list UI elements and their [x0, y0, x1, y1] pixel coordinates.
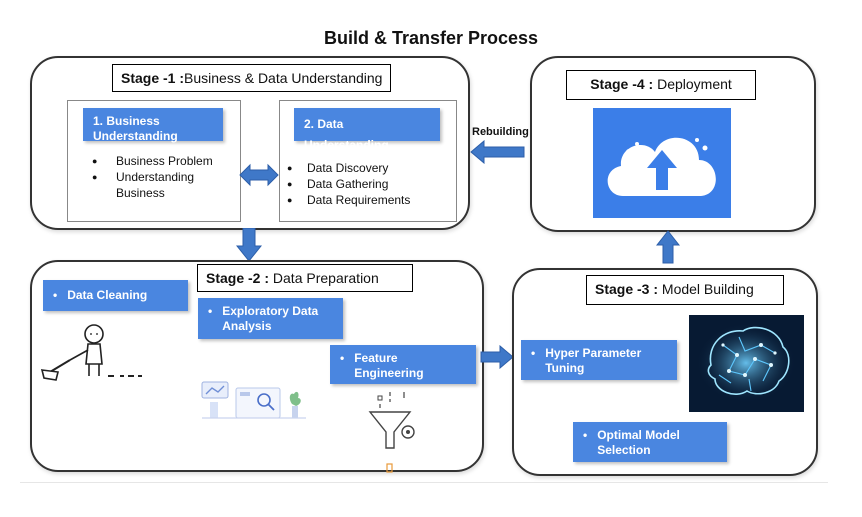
analytics-dashboard-icon	[201, 381, 306, 419]
stage-4-label-text: Deployment	[657, 76, 732, 92]
business-understanding-list: Business Problem Understanding Business	[88, 153, 238, 201]
bullet-icon: •	[583, 428, 588, 442]
divider	[20, 482, 828, 483]
bullet-icon: •	[531, 346, 536, 360]
stage-3-label-number: Stage -3 :	[595, 281, 659, 297]
bullet-icon: •	[340, 351, 345, 365]
optimal-model-label: Optimal Model Selection	[597, 428, 680, 457]
list-item: Data Gathering	[285, 176, 450, 192]
stage-2-label-text: Data Preparation	[272, 270, 379, 286]
list-item: Data Discovery	[285, 160, 450, 176]
arrow-right-icon	[480, 345, 514, 369]
stage-1-label: Stage -1 :Business & Data Understanding	[112, 64, 392, 92]
neural-brain-image	[689, 315, 804, 412]
bullet-icon: •	[208, 304, 213, 318]
bullet-icon: •	[53, 288, 58, 302]
arrow-down-icon	[236, 228, 262, 262]
optimal-model-selection-box: • Optimal Model Selection	[573, 422, 727, 462]
stage-2-label: Stage -2 : Data Preparation	[197, 264, 413, 292]
data-cleaning-label: Data Cleaning	[67, 288, 148, 302]
page-title: Build & Transfer Process	[323, 28, 539, 48]
data-cleaning-box: • Data Cleaning	[43, 280, 188, 311]
feature-engineering-box: • Feature Engineering	[330, 345, 476, 384]
data-understanding-title: 2. Data Understanding	[294, 108, 440, 152]
data-understanding-list: Data Discovery Data Gathering Data Requi…	[285, 160, 450, 208]
stage-1-label-number: Stage -1 :	[121, 70, 185, 86]
list-item: Understanding Business	[88, 169, 238, 201]
stage-1-label-text: Business & Data Understanding	[184, 70, 383, 86]
rebuilding-label: Rebuilding	[472, 126, 529, 138]
cloud-upload-icon	[593, 108, 731, 218]
bidirectional-arrow-icon	[239, 163, 279, 187]
funnel-gear-icon	[368, 392, 415, 473]
list-item: Data Requirements	[285, 192, 450, 208]
arrow-up-icon	[656, 230, 680, 264]
list-item: Business Problem	[88, 153, 238, 169]
hyper-parameter-tuning-box: • Hyper Parameter Tuning	[521, 340, 677, 380]
hyper-parameter-label: Hyper Parameter Tuning	[545, 346, 642, 375]
cleaner-figure-icon	[40, 324, 142, 381]
eda-label: Exploratory Data Analysis	[222, 304, 319, 333]
stage-3-label: Stage -3 : Model Building	[586, 275, 784, 305]
stage-3-label-text: Model Building	[661, 281, 754, 297]
arrow-left-icon	[470, 140, 525, 164]
stage-2-label-number: Stage -2 :	[206, 270, 270, 286]
stage-4-label: Stage -4 : Deployment	[566, 70, 756, 100]
stage-4-label-number: Stage -4 :	[590, 76, 654, 92]
feature-engineering-label: Feature Engineering	[354, 351, 424, 380]
business-understanding-title: 1. Business Understanding	[83, 108, 223, 143]
exploratory-data-analysis-box: • Exploratory Data Analysis	[198, 298, 343, 339]
